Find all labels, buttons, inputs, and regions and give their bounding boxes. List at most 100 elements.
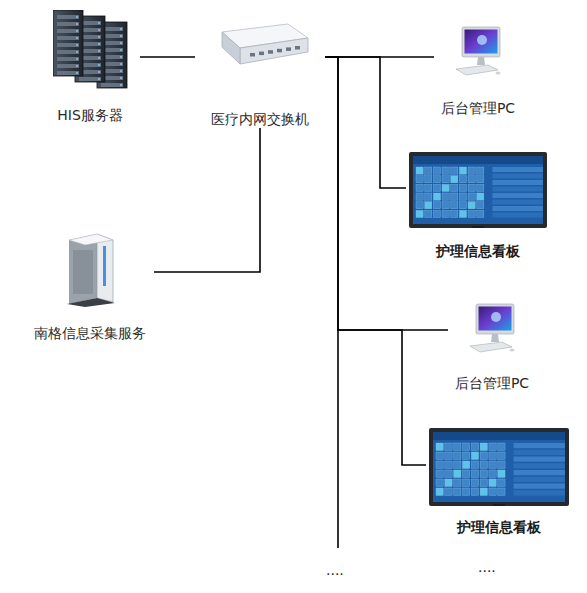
board-bed-cell xyxy=(416,167,423,174)
board-bed-cell xyxy=(468,193,475,200)
pc-keyboard xyxy=(470,342,512,352)
server-slot xyxy=(57,71,79,75)
board-bed-cell xyxy=(477,176,484,183)
network-cable xyxy=(140,56,195,58)
server-led xyxy=(120,77,122,79)
board-bed-cell xyxy=(498,479,505,487)
board-bed-cell xyxy=(442,210,449,217)
board-bed-cell xyxy=(445,470,452,478)
continuation-dots: .... xyxy=(326,562,344,578)
board-bed-cell xyxy=(436,479,443,487)
board-bed-cell xyxy=(445,488,452,496)
server-led xyxy=(120,63,122,65)
switch-side-face xyxy=(222,32,240,64)
pc-body xyxy=(456,27,501,75)
device-node: 护理信息看板 xyxy=(426,428,572,536)
server-led xyxy=(98,22,100,24)
board-bed-cell xyxy=(433,167,440,174)
board-bed-cell xyxy=(459,184,466,191)
server-slot xyxy=(57,43,79,47)
board-bed-cell xyxy=(436,452,443,460)
server-led xyxy=(76,37,78,39)
device-icon xyxy=(63,232,118,308)
server-slot xyxy=(57,15,79,19)
board-bed-cell xyxy=(462,443,469,451)
server-led xyxy=(76,30,78,32)
server-led xyxy=(76,23,78,25)
server-led xyxy=(120,42,122,44)
device-node: 护理信息看板 xyxy=(406,152,550,260)
board-header xyxy=(433,432,565,440)
board-bed-cell xyxy=(436,443,443,451)
switch-port xyxy=(259,52,264,56)
board-bed-cell xyxy=(462,470,469,478)
server-slot xyxy=(101,83,123,87)
board-bed-cell xyxy=(442,193,449,200)
device-node: HIS服务器 xyxy=(40,10,140,124)
board-frame xyxy=(409,152,547,228)
board-info-row xyxy=(492,187,543,192)
board-bed-cell xyxy=(459,193,466,200)
board-bed-cell xyxy=(442,176,449,183)
board-bed-cell xyxy=(498,488,505,496)
network-cable xyxy=(325,57,426,465)
board-bed-cell xyxy=(433,193,440,200)
board-bed-cell xyxy=(416,202,423,209)
board-info-row xyxy=(492,213,543,218)
board-bed-cell xyxy=(462,479,469,487)
device-node: 医疗内网交换机 xyxy=(195,22,325,128)
board-bed-cell xyxy=(489,470,496,478)
board-bed-cell xyxy=(442,202,449,209)
pc-stand xyxy=(477,57,485,65)
server-led xyxy=(76,58,78,60)
server-led xyxy=(98,29,100,31)
board-info-row xyxy=(492,167,543,172)
board-bed-cell xyxy=(477,167,484,174)
device-label: 后台管理PC xyxy=(455,374,529,392)
board-bed-cell xyxy=(454,443,461,451)
server-led xyxy=(120,84,122,86)
server-rack-group xyxy=(53,10,127,88)
board-info-row xyxy=(514,457,565,462)
server-led xyxy=(120,35,122,37)
device-label: 后台管理PC xyxy=(441,99,515,117)
device-label: 医疗内网交换机 xyxy=(211,110,309,128)
board-bed-cell xyxy=(425,167,432,174)
server-slot xyxy=(79,77,101,81)
board-bed-cell xyxy=(416,193,423,200)
board-bed-cell xyxy=(459,210,466,217)
device-icon xyxy=(409,152,547,228)
board-bed-cell xyxy=(416,184,423,191)
board-bed-cell xyxy=(489,479,496,487)
board-info-row xyxy=(492,174,543,179)
board-info-row xyxy=(492,206,543,211)
pc-body xyxy=(470,304,515,352)
board-bed-cell xyxy=(462,488,469,496)
board-stand xyxy=(472,226,484,228)
server-slot xyxy=(57,50,79,54)
board-bed-cell xyxy=(433,184,440,191)
board-bed-cell xyxy=(445,461,452,469)
server-led xyxy=(98,36,100,38)
board-bed-cell xyxy=(451,176,458,183)
board-bed-cell xyxy=(416,210,423,217)
device-label: HIS服务器 xyxy=(57,106,123,124)
continuation-dots: .... xyxy=(478,559,496,575)
mini-pc-vent xyxy=(73,250,93,294)
board-bed-cell xyxy=(498,452,505,460)
board-frame xyxy=(429,428,569,506)
board-bed-cell xyxy=(477,202,484,209)
board-bed-cell xyxy=(436,470,443,478)
board-bed-cell xyxy=(442,184,449,191)
device-icon xyxy=(210,22,310,70)
board-bed-cell xyxy=(416,176,423,183)
network-cable xyxy=(154,128,260,272)
server-led xyxy=(98,50,100,52)
board-bed-cell xyxy=(451,184,458,191)
device-node: 南格信息采集服务 xyxy=(26,232,154,342)
pc-screen xyxy=(465,30,498,54)
server-led xyxy=(120,70,122,72)
board-info-row xyxy=(514,484,565,489)
board-info-row xyxy=(514,463,565,468)
